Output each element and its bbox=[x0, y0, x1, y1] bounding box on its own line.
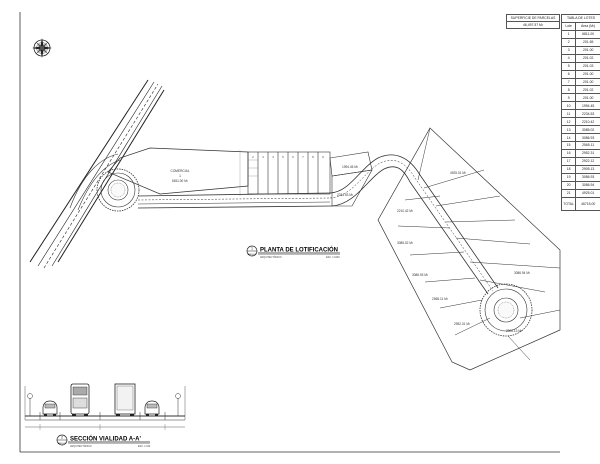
section-title-number: 2 bbox=[61, 436, 63, 440]
curved-road bbox=[329, 154, 421, 207]
right-lot-divisions bbox=[397, 127, 561, 361]
plan-title: PLANTA DE LOTIFICACIÓN bbox=[260, 246, 338, 254]
lot15-area: 2565.11 M² bbox=[432, 297, 448, 301]
north-arrow-icon bbox=[32, 38, 52, 58]
highway bbox=[29, 79, 165, 269]
car-icon bbox=[42, 400, 58, 416]
commercial-lot-number: 1 bbox=[179, 174, 181, 178]
commercial-label: COMERCIAL bbox=[171, 169, 190, 173]
commercial-area: 6811.00 M² bbox=[172, 179, 188, 183]
lot20-area: 3086.94 M² bbox=[514, 271, 530, 275]
section-trees bbox=[27, 393, 181, 416]
street-section bbox=[24, 386, 186, 430]
lot10-area: 1994.45 M² bbox=[342, 165, 358, 169]
lot11-area: 2234.53 M² bbox=[337, 193, 353, 197]
small-lot-number: 3 bbox=[262, 155, 264, 159]
small-lot-number: 5 bbox=[282, 155, 284, 159]
lot16-area: 2952.31 M² bbox=[454, 322, 470, 326]
small-lot-number: 2 bbox=[252, 155, 254, 159]
lot12-area: 2210.42 M² bbox=[397, 209, 413, 213]
total-label-cell: TOTAL bbox=[560, 196, 577, 211]
total-value-cell: 46715.00 bbox=[575, 196, 600, 211]
plan-title-sheet: ARQ-01 bbox=[248, 253, 257, 256]
bus-icon bbox=[70, 383, 90, 416]
small-lot-numbers: 2 3 4 5 6 7 8 9 bbox=[252, 155, 324, 159]
main-road bbox=[137, 192, 333, 209]
small-lot-number: 6 bbox=[292, 155, 294, 159]
superficie-table: SUPERFICIE DE PARCELAS 46,497.57 M² bbox=[506, 14, 560, 29]
highway-connectors bbox=[69, 153, 121, 211]
small-lot-number: 7 bbox=[302, 155, 304, 159]
truck-icon bbox=[114, 383, 136, 416]
diagonal-road bbox=[409, 174, 499, 295]
lot-labels: COMERCIAL 1 6811.00 M² 1994.45 M² 2234.5… bbox=[171, 165, 531, 333]
small-lots-row bbox=[247, 151, 331, 195]
section-scale: ESC. 1:100 bbox=[138, 445, 151, 448]
lot14-area: 3086.93 M² bbox=[412, 273, 428, 277]
plan-title-block: 1 ARQ-01 PLANTA DE LOTIFICACIÓN ARQUITEC… bbox=[246, 246, 340, 259]
lot21-area: 4925.01 M² bbox=[450, 171, 466, 175]
lot-10 bbox=[329, 151, 373, 177]
section-title-sheet: ARQ-01 bbox=[58, 442, 67, 445]
section-subtitle: ARQUITECTÓNICO bbox=[70, 445, 92, 448]
roundabout-right bbox=[479, 283, 533, 337]
car-icon bbox=[144, 400, 160, 416]
roundabout-left bbox=[96, 168, 140, 212]
lot-11 bbox=[331, 169, 373, 207]
plan-scale: ESC. 1:1000 bbox=[326, 256, 340, 259]
plan-title-number: 1 bbox=[251, 247, 253, 251]
small-lot-number: 9 bbox=[322, 155, 324, 159]
lot13-area: 3085.02 M² bbox=[397, 241, 413, 245]
small-lot-number: 8 bbox=[312, 155, 314, 159]
small-lot-number: 4 bbox=[272, 155, 274, 159]
lot18-area: 2905.13 M² bbox=[506, 329, 522, 333]
section-title-block: 2 ARQ-01 SECCIÓN VIALIDAD A-A' ARQUITECT… bbox=[56, 435, 151, 448]
parking-hatch bbox=[239, 150, 258, 196]
superficie-value: 46,497.57 M² bbox=[506, 21, 560, 29]
plan-subtitle: ARQUITECTÓNICO bbox=[260, 256, 282, 259]
right-parcel-block bbox=[377, 127, 561, 371]
section-title: SECCIÓN VIALIDAD A-A' bbox=[70, 435, 141, 443]
